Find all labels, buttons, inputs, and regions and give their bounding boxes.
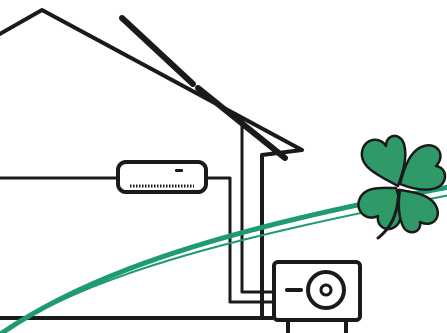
pipe-ac-outer [205,176,274,304]
clover-leaf-top-right [398,144,447,191]
four-leaf-clover-icon [357,134,447,240]
house-outline [0,8,304,320]
solar-panel-segment-1 [119,15,196,87]
clover-leaf-top-left [360,134,407,188]
roof-line [0,8,304,320]
refrigerant-pipes [0,118,274,304]
ac-unit-indicator [175,169,183,172]
solar-panel-icon [119,15,288,161]
clover-leaf-bottom-right [397,188,439,234]
heat-pump-fan-hub [319,283,333,297]
clover-stem [376,188,401,240]
clover-leaf-bottom-left [357,186,403,231]
outdoor-heat-pump-icon [272,260,362,333]
heat-pump-fan-ring [306,270,346,310]
pipe-solar-to-pump [240,118,274,294]
indoor-ac-unit-icon [116,160,208,194]
